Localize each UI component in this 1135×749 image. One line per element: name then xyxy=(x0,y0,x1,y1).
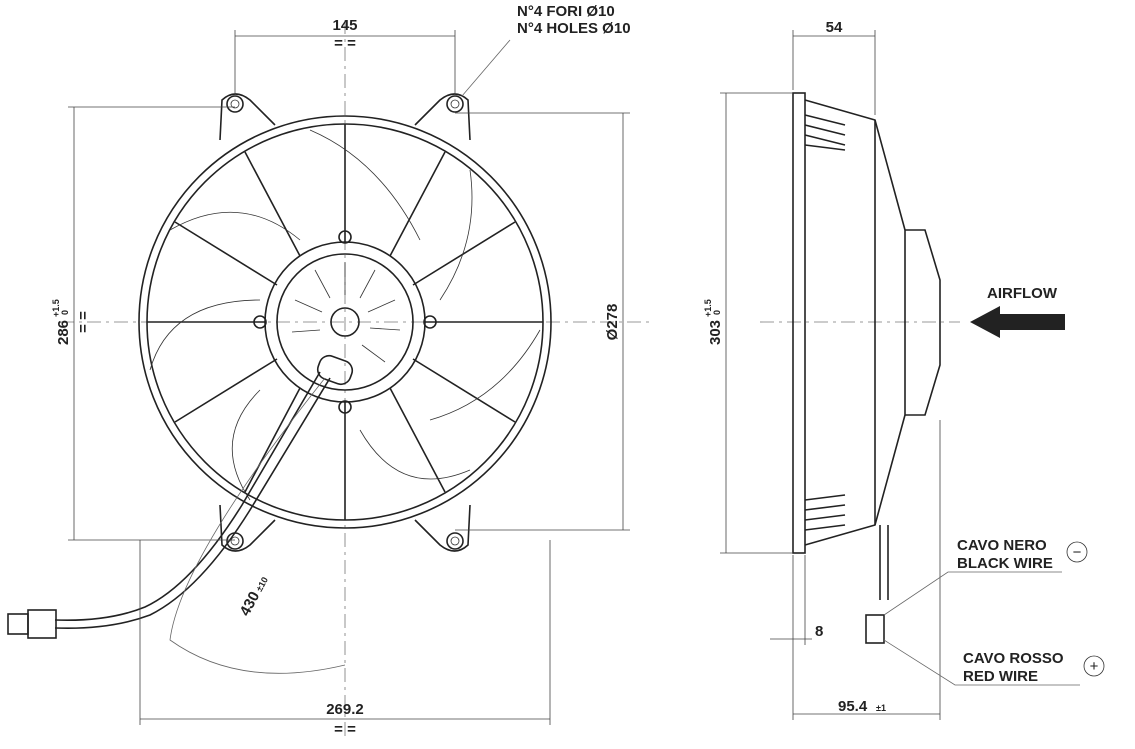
side-motor xyxy=(905,229,941,416)
dim-height-side-tol-plus: +1.5 xyxy=(703,299,713,317)
red-wire-en: RED WIRE xyxy=(963,668,1038,685)
red-wire-symbol: + xyxy=(1090,658,1099,675)
black-wire-en: BLACK WIRE xyxy=(957,555,1053,572)
equal-mark-left: = = xyxy=(75,311,92,333)
black-wire-symbol: − xyxy=(1073,544,1082,561)
mounting-lugs xyxy=(219,93,471,552)
holes-note-it: N°4 FORI Ø10 xyxy=(517,3,615,20)
airflow-arrow-icon xyxy=(970,306,1065,338)
dim-height-tol-minus: 0 xyxy=(60,310,70,315)
dim-cable-tol: ±10 xyxy=(254,575,270,593)
minus-icon xyxy=(1066,541,1088,563)
red-wire-it: CAVO ROSSO xyxy=(963,650,1064,667)
side-view: AIRFLOW 54 303 +1.5 0 8 95.4 ±1 CAVO NER… xyxy=(703,19,1105,720)
dim-flange: 8 xyxy=(815,623,823,640)
side-shroud xyxy=(804,99,906,546)
side-dimensions xyxy=(720,30,1080,720)
holes-note-en: N°4 HOLES Ø10 xyxy=(517,20,631,37)
fan-outer-ring xyxy=(138,115,552,529)
motor-hub xyxy=(253,230,437,414)
dim-height-side-tol-minus: 0 xyxy=(712,310,722,315)
equal-mark-bottom: = = xyxy=(334,721,356,738)
front-view: 145 = = N°4 FORI Ø10 N°4 HOLES Ø10 286 +… xyxy=(7,3,650,740)
dim-height-front: 286 xyxy=(55,320,72,345)
dim-depth-total: 95.4 xyxy=(838,698,868,715)
dim-depth-tol: ±1 xyxy=(876,703,886,713)
dim-cable-length: 430 xyxy=(237,589,264,619)
side-lugs xyxy=(804,114,846,531)
airflow-label: AIRFLOW xyxy=(987,285,1058,302)
connector xyxy=(7,609,57,639)
dim-depth-top: 54 xyxy=(826,19,843,36)
plus-icon xyxy=(1083,655,1105,677)
dim-height-side: 303 xyxy=(707,320,724,345)
dim-height-tol-plus: +1.5 xyxy=(51,299,61,317)
dim-diameter: Ø278 xyxy=(604,304,621,341)
side-cable xyxy=(879,525,889,600)
front-dimensions xyxy=(68,30,630,725)
dim-width: 269.2 xyxy=(326,701,364,718)
power-cable xyxy=(54,377,331,630)
fan-spokes xyxy=(147,124,543,520)
equal-mark-top: = = xyxy=(334,35,356,52)
side-flange xyxy=(792,92,806,554)
fan-blades xyxy=(149,129,541,501)
side-connector xyxy=(865,614,885,644)
black-wire-it: CAVO NERO xyxy=(957,537,1047,554)
dim-hole-spacing: 145 xyxy=(332,17,357,34)
